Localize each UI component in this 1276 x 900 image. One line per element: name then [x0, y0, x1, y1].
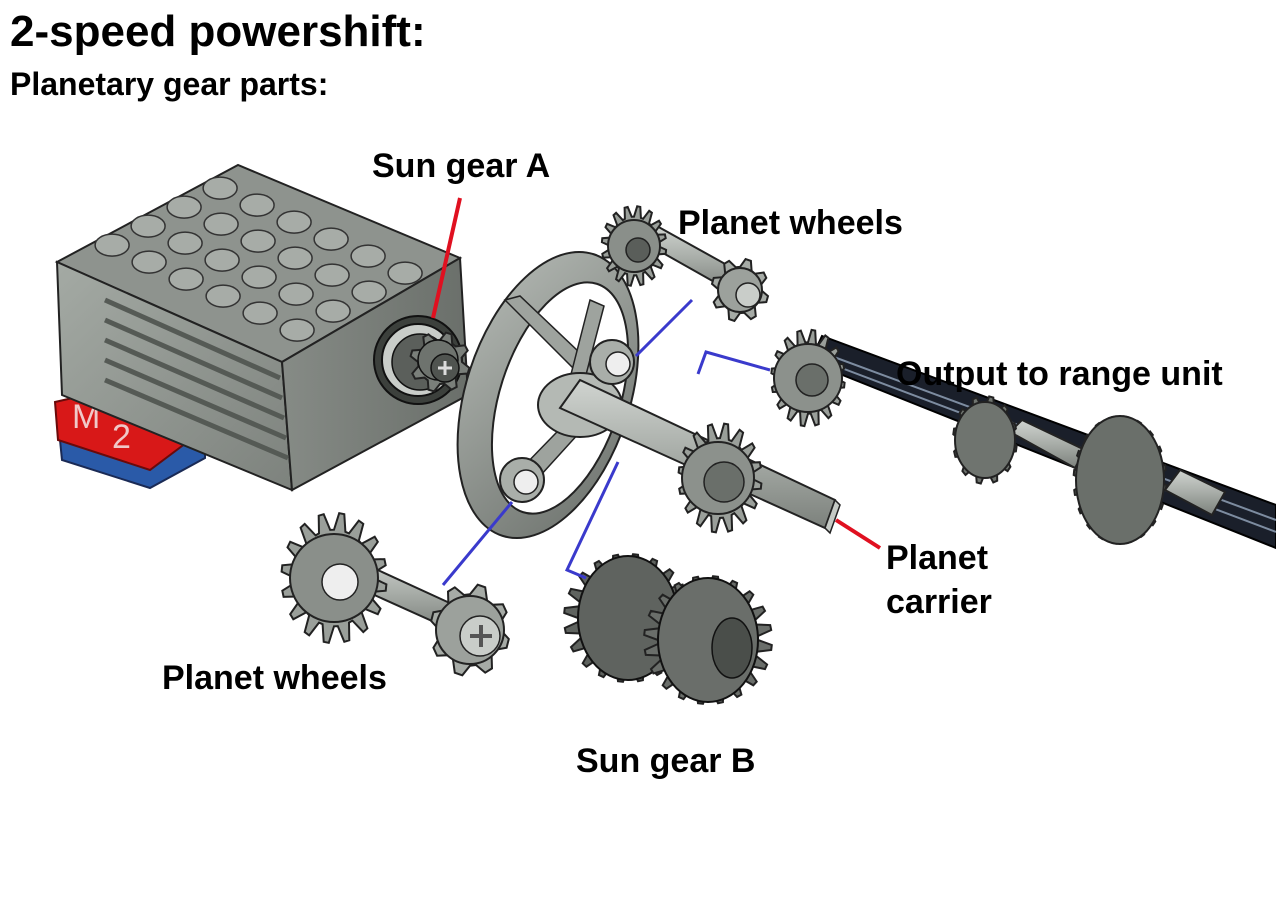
sun-gear-b [563, 553, 773, 705]
motor-stud [94, 233, 130, 257]
planet-wheels-bottom [280, 512, 510, 677]
label-planet-carrier-line1: Planet [886, 539, 989, 577]
page-subtitle: Planetary gear parts: [10, 66, 329, 102]
pointer-sun-gear-a [431, 197, 462, 319]
motor-stud [350, 244, 386, 268]
motor-stud [131, 250, 167, 274]
motor-stud [276, 210, 312, 234]
label-output: Output to range unit [896, 355, 1223, 393]
carrier-gear [677, 422, 763, 534]
motor: M 2 [53, 163, 470, 492]
motor-stud [130, 214, 166, 238]
motor-stud [203, 212, 239, 236]
motor-stud [277, 246, 313, 270]
motor-marking-2: 2 [112, 418, 131, 456]
motor-stud [202, 176, 238, 200]
motor-stud [241, 265, 277, 289]
motor-stud [242, 301, 278, 325]
label-sun-gear-a: Sun gear A [372, 147, 551, 185]
motor-stud [278, 282, 314, 306]
pointer-sun-gear-b [564, 461, 620, 580]
pointer-planet-wheels-top [634, 298, 694, 358]
motor-stud [204, 248, 240, 272]
motor-stud [279, 318, 315, 342]
motor-stud [314, 263, 350, 287]
motor-stud [205, 284, 241, 308]
pointer-output-bracket [696, 350, 771, 375]
motor-studs [94, 176, 423, 342]
output-shaft [770, 328, 1276, 550]
motor-stud [168, 267, 204, 291]
pointer-lines [431, 197, 882, 586]
label-planet-carrier-line2: carrier [886, 583, 992, 621]
label-planet-wheels-bottom: Planet wheels [162, 659, 387, 697]
motor-grooves [103, 297, 289, 461]
pointer-planet-carrier [834, 518, 882, 550]
pointer-planet-wheels-bottom [441, 501, 514, 586]
label-sun-gear-b: Sun gear B [576, 742, 756, 780]
label-planet-wheels-top: Planet wheels [678, 204, 903, 242]
motor-stud [315, 299, 351, 323]
motor-stud [387, 261, 423, 285]
motor-stud [167, 231, 203, 255]
sun-gear-a [409, 331, 471, 393]
planet-wheels-top [600, 205, 770, 323]
motor-stud [351, 280, 387, 304]
page-title: 2-speed powershift: [10, 7, 426, 56]
motor-stud [239, 193, 275, 217]
motor-stud [313, 227, 349, 251]
motor-stud [240, 229, 276, 253]
motor-stud [166, 195, 202, 219]
